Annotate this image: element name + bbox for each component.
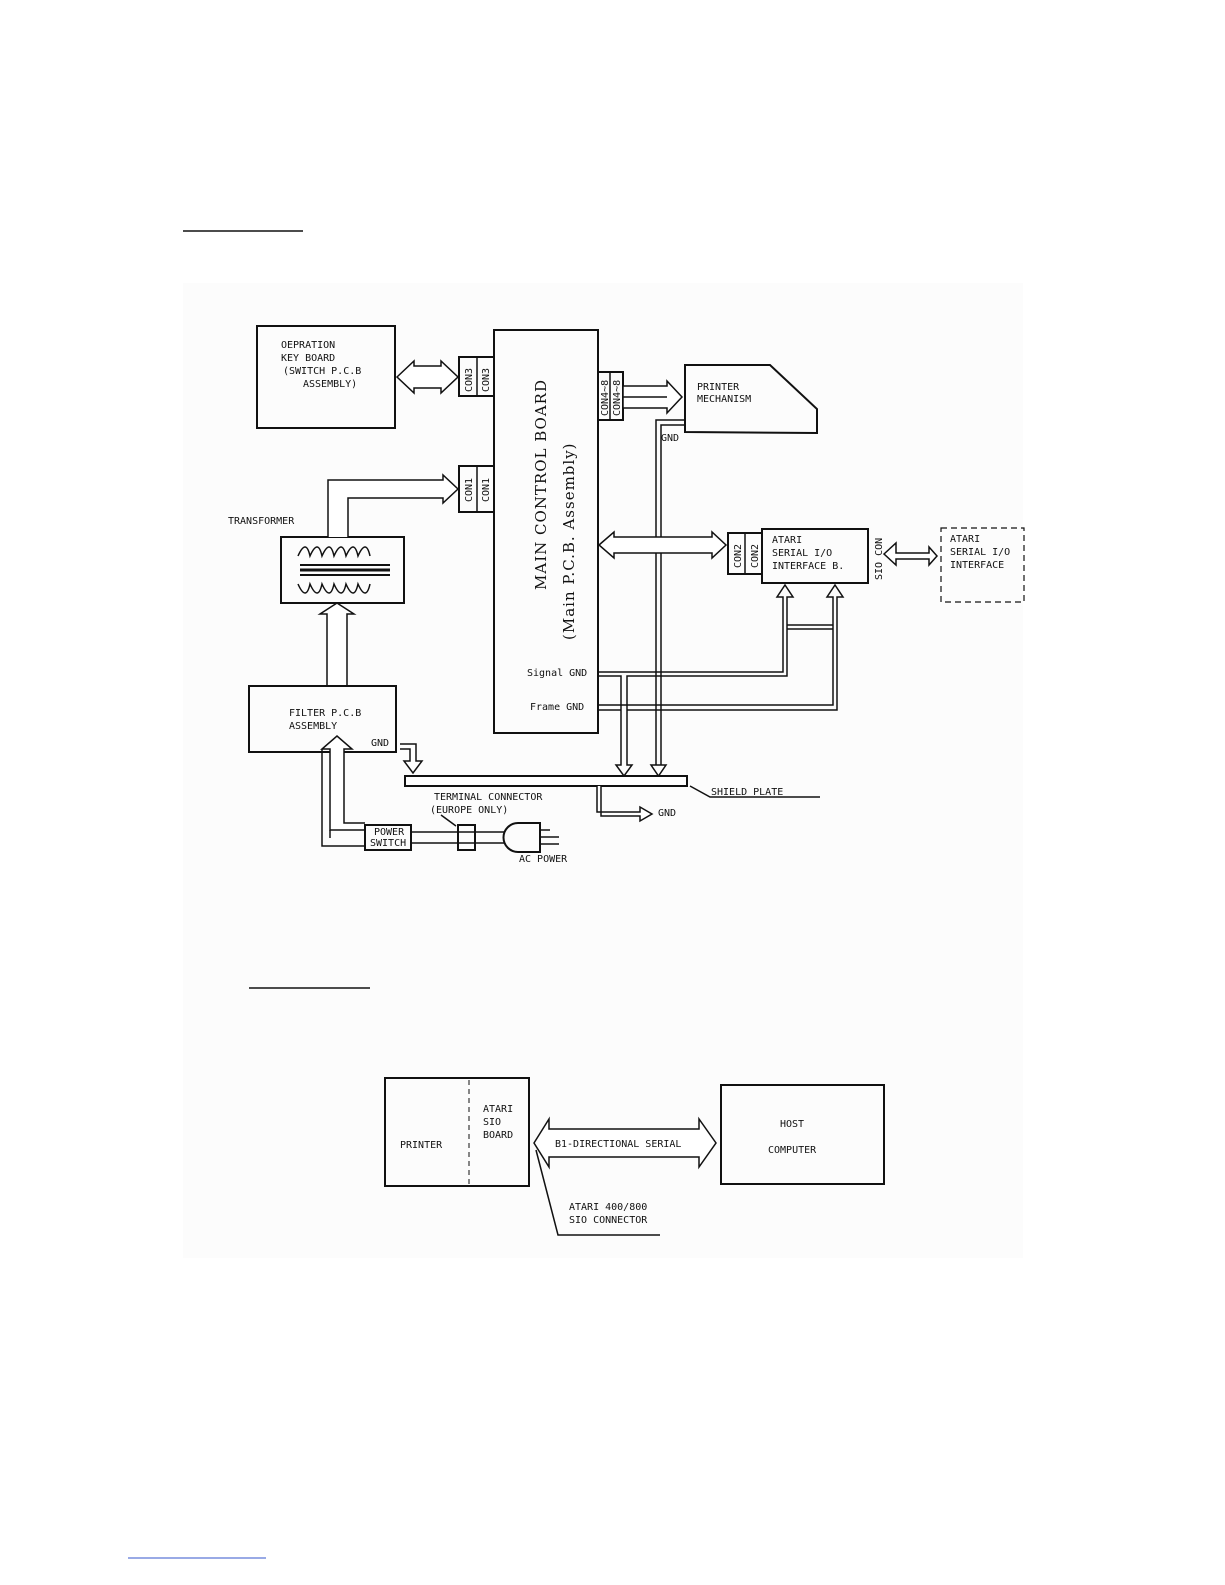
power-arrow: [317, 602, 357, 686]
label: HOST: [780, 1119, 804, 1130]
label: SERIAL I/O: [950, 547, 1010, 558]
label: ASSEMBLY): [303, 379, 357, 390]
data-arrow: [622, 379, 684, 415]
ac-power-label: AC POWER: [519, 854, 568, 865]
power-arrow: [327, 473, 460, 537]
gnd-label: GND: [371, 738, 389, 749]
label: CON1: [464, 478, 475, 502]
gnd-arrow: [596, 786, 654, 823]
scan-area: [183, 283, 1023, 1258]
gnd-wire: [655, 419, 685, 768]
power-switch: POWER SWITCH: [364, 824, 412, 851]
main-board-sublabel: (Main P.C.B. Assembly): [560, 442, 578, 640]
atari-serial-interface-b: ATARI SERIAL I/O INTERFACE B.: [761, 528, 869, 584]
gnd-arrow: [649, 764, 668, 778]
label: MECHANISM: [697, 394, 751, 405]
label: CON1: [481, 478, 492, 502]
coil-icon: [297, 581, 371, 594]
link-label: B1-DIRECTIONAL SERIAL: [555, 1139, 681, 1150]
printer-sio-block: PRINTER ATARI SIO BOARD: [384, 1077, 530, 1187]
label: TERMINAL CONNECTOR: [434, 792, 543, 803]
host-computer: HOST COMPUTER: [720, 1084, 885, 1185]
label: FILTER P.C.B: [289, 708, 361, 719]
label: CON4~8: [612, 380, 623, 416]
label: INTERFACE: [950, 560, 1004, 571]
label: INTERFACE B.: [772, 561, 844, 572]
label: KEY BOARD: [281, 353, 335, 364]
label: ASSEMBLY: [289, 721, 337, 732]
frame-gnd-wire: [598, 583, 845, 711]
label: POWER: [374, 827, 405, 838]
ac-plug-icon: [502, 822, 559, 853]
printer-label: PRINTER: [400, 1140, 443, 1151]
label: (EUROPE ONLY): [430, 805, 508, 816]
label: CON2: [733, 544, 744, 568]
label: PRINTER: [697, 382, 740, 393]
label: OEPRATION: [281, 340, 335, 351]
label: ATARI 400/800: [569, 1202, 647, 1213]
sio-arrow: [882, 541, 939, 567]
con3-connector: CON3 CON3: [458, 356, 495, 397]
label: ATARI: [772, 535, 802, 546]
printer-mechanism: PRINTER MECHANISM: [684, 364, 818, 435]
label: SIO: [483, 1117, 501, 1128]
label: BOARD: [483, 1130, 513, 1141]
mains-arrow: [319, 735, 365, 831]
atari-serial-interface-external: ATARI SERIAL I/O INTERFACE: [940, 527, 1025, 603]
shield-plate-label: SHIELD PLATE: [711, 787, 783, 798]
label: SERIAL I/O: [772, 548, 832, 559]
terminal-connector: [457, 824, 476, 851]
connector-leader: [535, 1149, 660, 1236]
main-board-label: MAIN CONTROL BOARD: [532, 379, 550, 590]
label: CON3: [464, 368, 475, 392]
bus-arrow: [597, 530, 728, 560]
label: (SWITCH P.C.B: [283, 366, 361, 377]
label: CON4~8: [600, 380, 611, 416]
gnd-arrow: [400, 743, 424, 775]
keyboard-block: OEPRATION KEY BOARD (SWITCH P.C.B ASSEMB…: [256, 325, 396, 429]
main-control-board: MAIN CONTROL BOARD (Main P.C.B. Assembly…: [493, 329, 599, 734]
frame-gnd-label: Frame GND: [530, 702, 584, 713]
gnd-label: GND: [661, 433, 679, 444]
label: CON3: [481, 368, 492, 392]
transformer-label: TRANSFORMER: [228, 516, 295, 527]
label: SIO CONNECTOR: [569, 1215, 648, 1226]
gnd-label: GND: [658, 808, 676, 819]
label: ATARI: [483, 1104, 513, 1115]
coil-icon: [297, 546, 371, 559]
label: ATARI: [950, 534, 980, 545]
bidirectional-serial-arrow: [533, 1116, 717, 1170]
sio-con-label: SIO CON: [874, 538, 885, 580]
label: COMPUTER: [768, 1145, 817, 1156]
label: SWITCH: [370, 838, 406, 849]
signal-gnd-label: Signal GND: [527, 668, 587, 679]
label: CON2: [750, 544, 761, 568]
shield-plate: [404, 775, 688, 787]
signal-gnd-wire: [598, 583, 795, 778]
